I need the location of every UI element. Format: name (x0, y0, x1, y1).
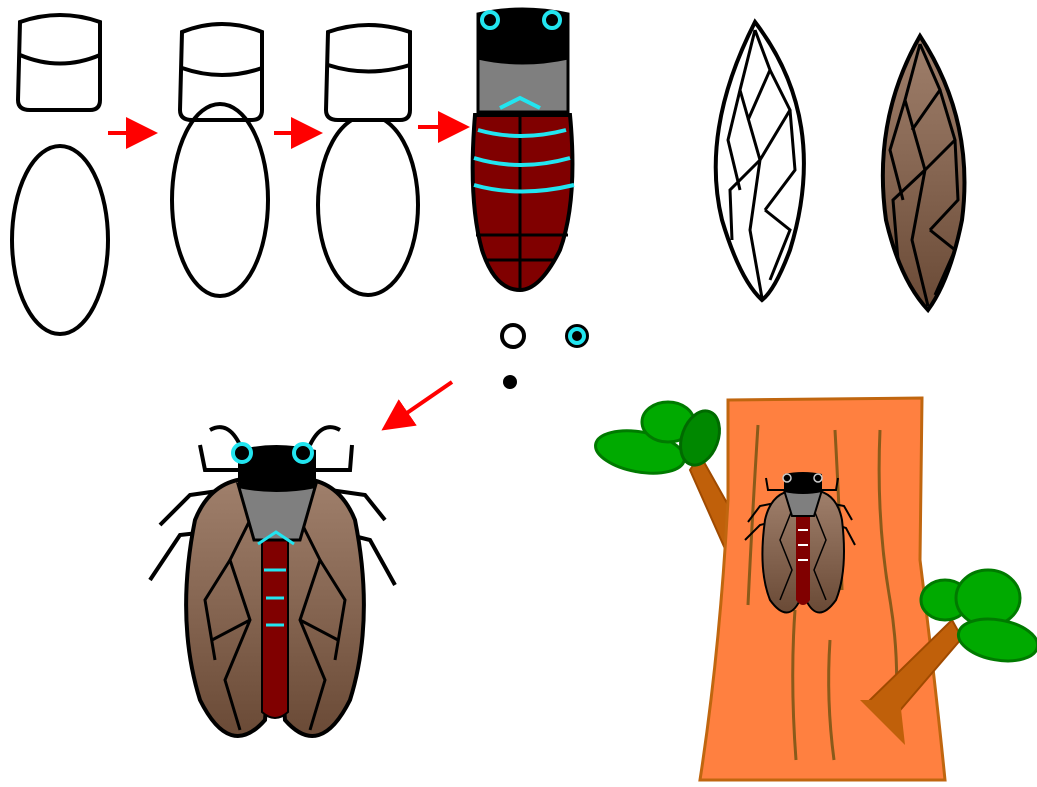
arrow-to-assembled (388, 382, 452, 426)
cicada-abdomen-center (262, 540, 288, 718)
wing-outline (716, 22, 804, 300)
cicada-left-eye (233, 444, 251, 462)
leaf (955, 613, 1037, 666)
cicada-right-eye (294, 444, 312, 462)
step-4-thorax (478, 58, 568, 112)
step-4-left-eye (482, 12, 498, 28)
eye-colored (570, 329, 584, 343)
step-2 (172, 24, 268, 296)
step-3 (318, 25, 418, 295)
assembled-cicada (150, 427, 395, 736)
eye-parts (502, 325, 588, 389)
wing-colored (883, 36, 965, 310)
step-1-body-oval (12, 146, 108, 334)
cicada-on-tree (592, 398, 1037, 780)
step-4 (473, 9, 574, 290)
eye-outline (502, 325, 524, 347)
step-4-abdomen (473, 115, 573, 290)
step-1 (12, 15, 108, 334)
step-4-right-eye (544, 12, 560, 28)
step-3-body-oval (318, 115, 418, 295)
step-2-body-oval (172, 104, 268, 296)
eye-pupil (503, 375, 517, 389)
